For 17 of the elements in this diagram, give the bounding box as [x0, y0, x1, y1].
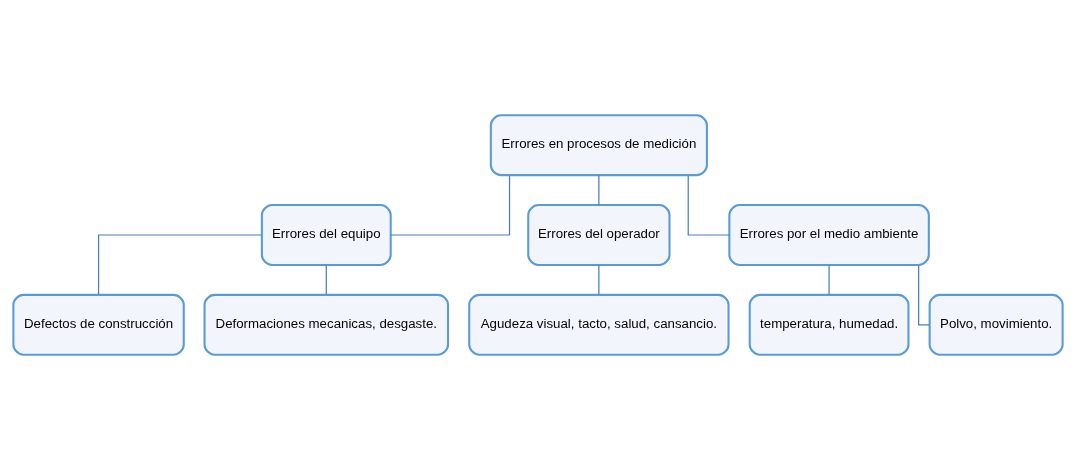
node-box: temperatura, humedad.	[748, 293, 910, 356]
node-box: Errores por el medio ambiente	[728, 203, 930, 266]
connector	[687, 174, 730, 236]
node-box: Errores del operador	[527, 203, 671, 266]
node-box: Errores del equipo	[260, 203, 392, 266]
connector	[97, 233, 263, 295]
connector	[325, 264, 327, 295]
connector	[598, 264, 600, 295]
connector	[918, 264, 931, 325]
node-box: Polvo, movimiento.	[928, 293, 1064, 356]
node-box: Agudeza visual, tacto, salud, cansancio.	[468, 293, 730, 356]
connector	[598, 174, 600, 205]
node-box: Defectos de construcción	[12, 293, 185, 356]
node-box: Deformaciones mecanicas, desgaste.	[203, 293, 450, 356]
connector	[828, 264, 830, 295]
node-box: Errores en procesos de medición	[489, 113, 708, 176]
connector	[390, 174, 511, 236]
